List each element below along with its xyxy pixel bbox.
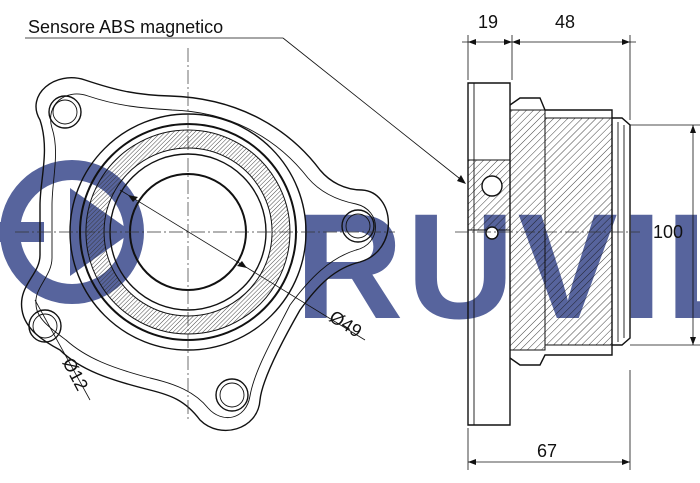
side-flange-plate bbox=[467, 82, 511, 426]
side-view: 19 48 100 67 bbox=[455, 12, 700, 470]
dim-arrow-bottom-1 bbox=[468, 459, 476, 465]
hole-diameter-leader bbox=[34, 299, 91, 401]
bore-arrow-2 bbox=[237, 261, 247, 268]
dim-arrow-top-3 bbox=[512, 39, 520, 45]
callout-leader bbox=[282, 37, 465, 183]
abs-sensor-callout: Sensore ABS magnetico bbox=[25, 17, 466, 184]
dim-arrow-height-2 bbox=[690, 337, 696, 345]
flange-inner-contour bbox=[35, 93, 376, 418]
sensor-hole-large bbox=[481, 175, 503, 197]
bolt-hole-right bbox=[341, 209, 375, 243]
body-outline bbox=[509, 97, 613, 366]
sensor-hole-small bbox=[485, 226, 499, 240]
front-view: Ø49 Ø12 bbox=[15, 48, 395, 431]
seal-lip bbox=[612, 117, 631, 346]
bearing-seal-ring bbox=[85, 129, 291, 335]
bore-arrow-1 bbox=[128, 195, 138, 202]
hole-diameter-label: Ø12 bbox=[58, 354, 92, 393]
dim-arrow-top-4 bbox=[622, 39, 630, 45]
body-section-main bbox=[544, 117, 613, 346]
bolt-hole-top-left bbox=[48, 95, 82, 129]
bolt-hole-bottom-left bbox=[28, 309, 62, 343]
dim-label-height: 100 bbox=[653, 222, 683, 242]
dim-arrow-bottom-2 bbox=[622, 459, 630, 465]
callout-arrow bbox=[457, 175, 466, 184]
flange-outline bbox=[20, 77, 390, 431]
abs-sensor-label: Sensore ABS magnetico bbox=[28, 17, 223, 37]
body-section-upper bbox=[509, 109, 546, 351]
dim-arrow-height-1 bbox=[690, 125, 696, 133]
bolt-hole-bottom bbox=[215, 378, 249, 412]
dim-arrow-top-1 bbox=[468, 39, 476, 45]
dim-label-body-width: 48 bbox=[555, 12, 575, 32]
dim-arrow-top-2 bbox=[504, 39, 512, 45]
dim-label-flange-width: 19 bbox=[478, 12, 498, 32]
dim-label-total-width: 67 bbox=[537, 441, 557, 461]
